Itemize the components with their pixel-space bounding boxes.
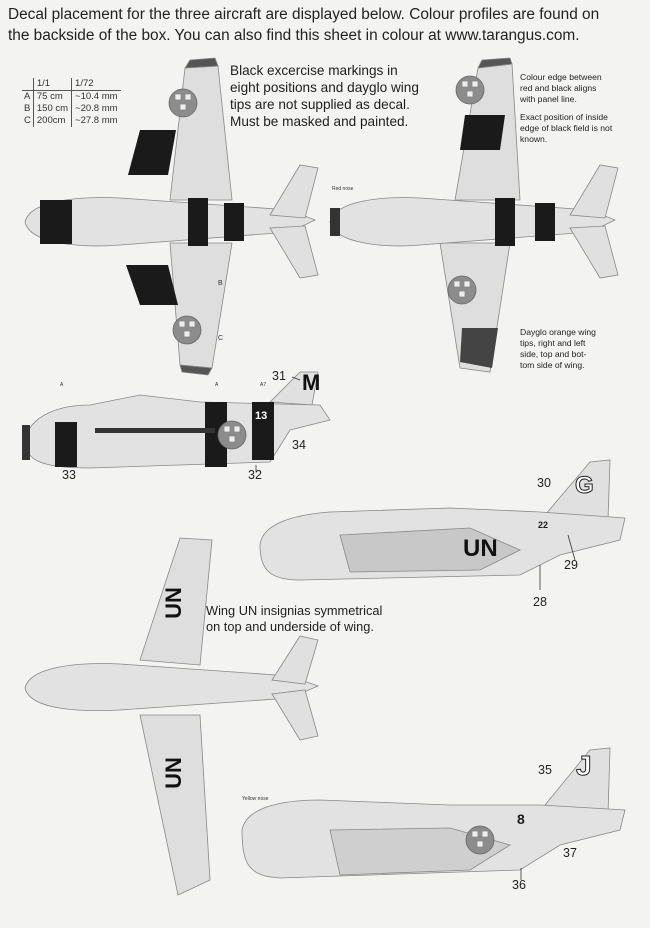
aircraft-2-top-view (329, 57, 619, 373)
note-line: tom side of wing. (520, 360, 585, 370)
note-colour-edge: Colour edge between red and black aligns… (520, 72, 602, 105)
scale-header-full: 1/1 (33, 78, 73, 91)
fuselage-un: UN (463, 535, 498, 562)
note-line: known. (520, 134, 548, 144)
scale-table: 1/1 1/72 A 75 cm ~10.4 mm B 150 cm ~20.8… (22, 78, 121, 127)
aircraft-3-side-view (241, 747, 626, 879)
yellow-nose-label: Yellow nose (242, 796, 269, 802)
tail-code-j: J (576, 750, 593, 782)
marker-c: C (218, 335, 224, 342)
wing-un-top: UN (160, 587, 186, 619)
note-line: tips are not supplied as decal. (230, 97, 410, 112)
note-line: Colour edge between (520, 72, 602, 82)
red-nose-label: Red nose (332, 186, 354, 192)
scale-header-model: 1/72 (71, 78, 121, 91)
scale-full: 200cm (33, 115, 73, 127)
callout-37: 37 (563, 846, 577, 860)
scale-full: 150 cm (33, 103, 73, 115)
wing-un-bottom: UN (160, 757, 186, 789)
note-line: on top and underside of wing. (206, 619, 374, 634)
note-line: Exact position of inside (520, 112, 608, 122)
scale-full: 75 cm (33, 90, 73, 103)
note-line: side, top and bot- (520, 349, 587, 359)
note-line: eight positions and dayglo wing (230, 80, 419, 95)
aircraft-3-top-view (24, 537, 320, 896)
tail-code-m: M (302, 370, 321, 395)
note-dayglo: Dayglo orange wing tips, right and left … (520, 327, 596, 371)
header-line-2: the backside of the box. You can also fi… (8, 27, 580, 44)
aircraft-1-top-view (24, 57, 319, 376)
callout-32: 32 (248, 468, 262, 482)
note-wing-un: Wing UN insignias symmetrical on top and… (206, 603, 382, 635)
callout-33: 33 (62, 468, 76, 482)
header-text: Decal placement for the three aircraft a… (8, 4, 648, 46)
scale-key: C (22, 115, 34, 127)
marker-a: A (215, 382, 219, 388)
note-exercise-markings: Black excercise markings in eight positi… (230, 62, 419, 130)
scale-model: ~27.8 mm (75, 115, 118, 126)
note-line: Wing UN insignias symmetrical (206, 603, 383, 618)
note-line: edge of black field is not (520, 123, 613, 133)
note-line: tips, right and left (520, 338, 586, 348)
scale-model: ~10.4 mm (75, 91, 118, 102)
note-line: Dayglo orange wing (520, 327, 596, 337)
note-line: Black excercise markings in (230, 63, 398, 78)
aircraft-1-side-view (22, 371, 331, 469)
note-line: with panel line. (520, 94, 577, 104)
callout-29: 29 (564, 558, 578, 572)
callout-35: 35 (538, 763, 552, 777)
marker-b: B (218, 280, 223, 287)
marker-a: A (60, 382, 64, 388)
callout-34: 34 (292, 438, 306, 452)
scale-key: A (22, 90, 34, 103)
tail-code-g: G (575, 472, 595, 500)
scale-key: B (22, 103, 34, 115)
note-inside-edge: Exact position of inside edge of black f… (520, 112, 612, 145)
callout-30: 30 (537, 476, 551, 490)
marking-22: 22 (538, 520, 549, 530)
header-line-1: Decal placement for the three aircraft a… (8, 6, 600, 23)
callout-28: 28 (533, 595, 547, 609)
marking-8: 8 (517, 811, 525, 827)
marker-a7: A7 (260, 382, 267, 388)
scale-model: ~20.8 mm (75, 103, 118, 114)
aircraft-2-side-view (259, 459, 626, 581)
callout-31: 31 (272, 369, 286, 383)
marking-13: 13 (255, 410, 268, 422)
callout-lines (255, 376, 576, 880)
callout-36: 36 (512, 878, 526, 892)
note-line: red and black aligns (520, 83, 597, 93)
note-line: Must be masked and painted. (230, 114, 409, 129)
